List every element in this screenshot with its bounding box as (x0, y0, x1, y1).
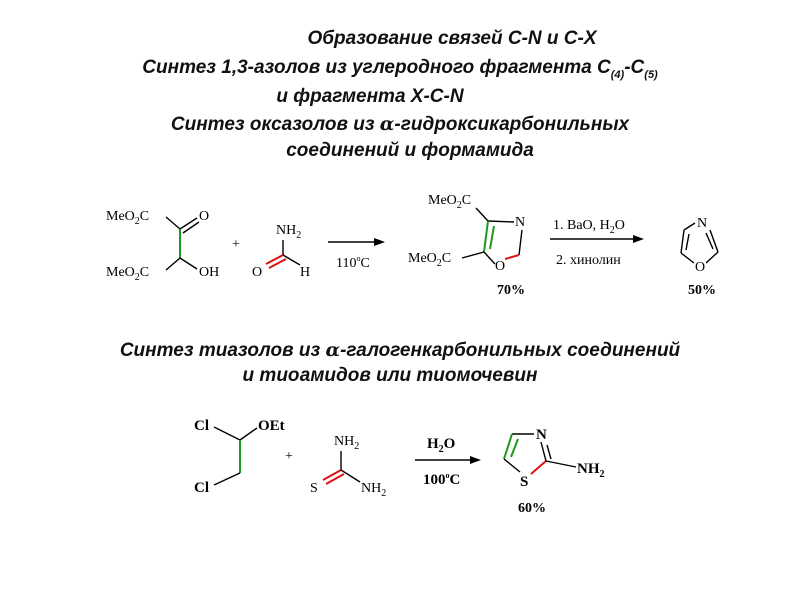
bond-green-c4-c5-th-double (510, 438, 519, 458)
label-s-thiourea: S (310, 481, 318, 496)
heading-alpha-symbol: α (379, 113, 395, 135)
heading-xcn-fragment: и фрагмента X-C-N (276, 86, 464, 107)
heading-subscript-5: (5) (644, 68, 658, 81)
bond-red-s-c2 (530, 460, 547, 475)
bond-c-h-formamide (282, 254, 301, 266)
bond-ox2-n-c4 (683, 222, 696, 231)
label-h-formamide: H (300, 265, 310, 280)
label-thiazole-s: S (520, 474, 528, 490)
product-aminothiazole: N S NH2 60% (503, 427, 605, 516)
bond-red-co-2 (268, 258, 287, 269)
plus-sign-1: + (232, 237, 240, 252)
bond-ox2-c4-c5-double (685, 233, 690, 251)
bond-n-c2 (518, 229, 523, 256)
reaction-arrow-2: 1. BaO, H2O 2. хинолин (550, 218, 644, 268)
heading-oxazole-synthesis: Синтез оксазолов из α-гидроксикарбонильн… (0, 113, 800, 136)
bond-ox2-c2-n (709, 229, 719, 253)
arrow-2-head (633, 235, 644, 243)
label-meo2c-top: MeO2C (106, 209, 149, 227)
bond-c4-n (487, 220, 515, 223)
bond-red-c2-o (504, 254, 520, 260)
label-meo2c-bottom: MeO2C (106, 265, 149, 283)
heading-thiazole-pre: Синтез тиазолов из (119, 340, 326, 361)
label-carbonyl-o: O (199, 209, 209, 224)
bond-ox2-o-c2 (705, 251, 719, 264)
label-nh2-thiourea-bottom: NH2 (361, 481, 386, 499)
arrow-1-head (374, 238, 385, 246)
bond-ester-c5 (461, 251, 485, 259)
bond-ox2-c4-c5 (680, 229, 685, 254)
bond-ox2-c2-n-double (705, 232, 714, 250)
bond-red-cs-2 (325, 473, 345, 485)
label-cl-bottom: Cl (194, 480, 209, 496)
label-thiazole-n: N (536, 427, 547, 443)
arrow-3-head (470, 456, 481, 464)
product-oxazole: N O 50% (680, 216, 719, 298)
reactant-dichloro-ether: Cl OEt Cl (194, 418, 285, 496)
label-oxazole-n: N (515, 215, 525, 230)
label-nh2-thiourea-top: NH2 (334, 434, 359, 452)
label-oxazole-o: O (495, 259, 505, 274)
bond-ester-to-carbonyl (165, 216, 181, 230)
arrow-1-condition: 110oC (336, 254, 370, 271)
bond-ester-bottom (165, 257, 181, 271)
bond-c-oh (179, 257, 198, 270)
heading-thioamides: и тиоамидов или тиомочевин (242, 365, 538, 386)
heading-azole-text: Синтез 1,3-азолов из углеродного фрагмен… (142, 57, 611, 78)
bond-cl-c (213, 426, 241, 441)
heading-alpha-symbol-2: α (325, 339, 341, 361)
label-oxazole2-n: N (697, 216, 707, 231)
bond-c-oet (239, 427, 258, 441)
bond-th-c5-s (503, 458, 521, 473)
yield-50: 50% (688, 283, 716, 298)
heading-azole-mid: -C (624, 57, 645, 78)
bond-carbonyl-co-1 (179, 217, 198, 230)
heading-formamide: соединений и формамида (286, 140, 534, 161)
reactant-hydroxy-ketoester: MeO2C O MeO2C OH (106, 209, 219, 283)
heading-azole-synthesis: Синтез 1,3-азолов из углеродного фрагмен… (0, 57, 800, 81)
label-cl-top: Cl (194, 418, 209, 434)
bond-red-cs-1 (322, 469, 342, 481)
label-oxazole2-o: O (695, 260, 705, 275)
heading-subscript-4: (4) (610, 68, 625, 81)
label-oh: OH (199, 265, 219, 280)
arrow-2-condition-top: 1. BaO, H2O (553, 218, 625, 236)
bond-o-c5 (483, 251, 496, 265)
yield-70: 70% (497, 283, 525, 298)
bond-green-c4-c5-th (503, 433, 513, 460)
label-meo2c-c5: MeO2C (408, 251, 451, 269)
yield-60: 60% (518, 501, 546, 516)
bond-carbonyl-co-2 (182, 221, 200, 234)
bond-red-co-1 (265, 254, 284, 265)
bond-c-nh2-thiourea (340, 469, 361, 483)
reaction-arrow-3: H2O 100oC (415, 436, 481, 488)
reaction-arrow-1: 110oC (328, 238, 385, 271)
reactant-thiourea: NH2 S NH2 (310, 434, 386, 499)
heading-oxazole-post: -гидроксикарбонильных (394, 114, 630, 135)
heading-thiazole-synthesis: Синтез тиазолов из α-галогенкарбонильных… (0, 339, 800, 362)
product-oxazole-diester: MeO2C N O MeO2C 70% (408, 193, 525, 298)
bond-ester-c4 (475, 207, 489, 222)
bond-c2-nh2 (545, 460, 577, 468)
label-nh2-thiazole: NH2 (577, 461, 605, 480)
bond-green-c4-c5-ring (483, 220, 489, 253)
arrow-2-condition-bottom: 2. хинолин (556, 253, 621, 268)
heading-oxazole-pre: Синтез оксазолов из (170, 114, 380, 135)
heading-bond-formation: Образование связей C-N и C-X (307, 28, 597, 49)
arrow-3-condition-top: H2O (427, 436, 455, 455)
bond-ox2-c5-o (680, 252, 695, 264)
label-oet: OEt (258, 418, 285, 434)
reactant-formamide: NH2 O H (252, 223, 310, 280)
bond-th-c2-n-double (546, 444, 552, 460)
bond-c-cl-bottom (213, 472, 241, 486)
label-nh2-formamide: NH2 (276, 223, 301, 241)
plus-sign-2: + (285, 449, 293, 464)
label-meo2c-c4: MeO2C (428, 193, 471, 211)
arrow-3-condition-bottom: 100oC (423, 471, 460, 488)
heading-thiazole-post: -галогенкарбонильных соединений (340, 340, 681, 361)
bond-th-c2-n (540, 441, 547, 462)
bond-green-c4-c5-double (489, 225, 495, 250)
label-o-formamide: O (252, 265, 262, 280)
